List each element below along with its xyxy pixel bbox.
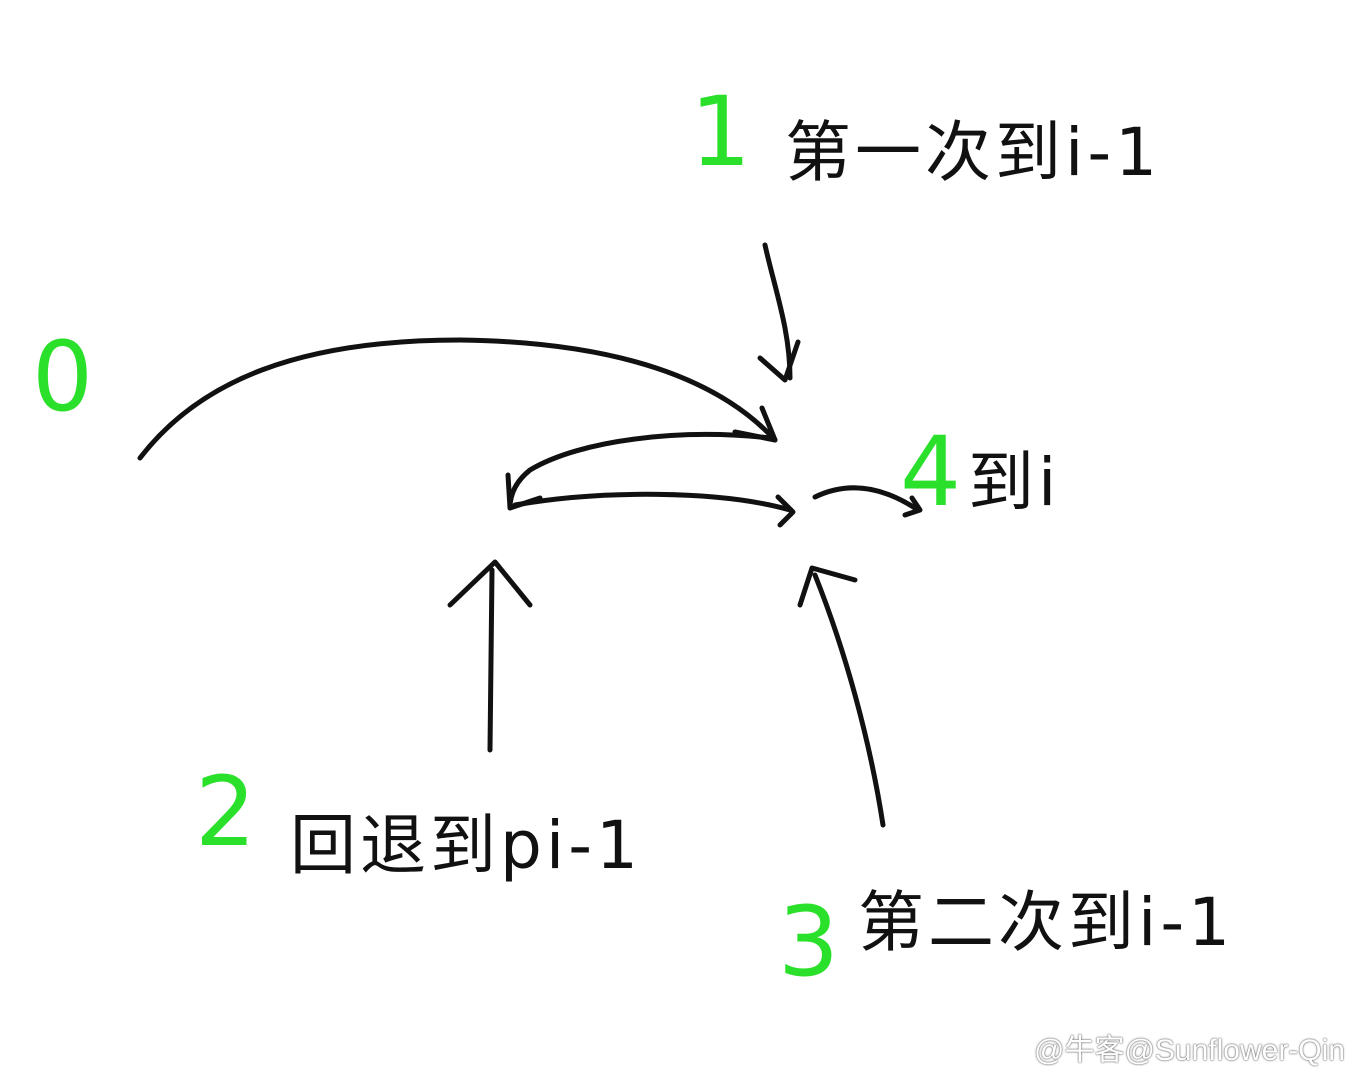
arrow-step2-head bbox=[447, 559, 533, 608]
arc-forward-head bbox=[775, 494, 796, 528]
step-label-2: 回退到pi-1 bbox=[290, 807, 642, 884]
arc-to-i bbox=[812, 485, 921, 513]
step-number-3: 3 bbox=[778, 886, 839, 998]
watermark: @牛客@Sunflower-Qin bbox=[1034, 1034, 1345, 1067]
arrow-step1-head bbox=[757, 339, 801, 383]
arc-forward-to-i-minus-1 bbox=[512, 491, 793, 513]
arc-back-to-p bbox=[507, 432, 773, 511]
arc-start-to-i-minus-1 bbox=[137, 337, 778, 461]
step-number-0: 0 bbox=[32, 321, 93, 433]
arc-to-i-head bbox=[902, 495, 923, 518]
step-number-1: 1 bbox=[690, 76, 751, 188]
arrow-step1-down bbox=[762, 242, 793, 381]
step-label-4: 到i bbox=[968, 444, 1060, 521]
arrow-step3-head bbox=[797, 565, 858, 608]
step-label-1: 第一次到i-1 bbox=[785, 114, 1161, 191]
arrow-step2-up bbox=[487, 567, 495, 753]
step-number-4: 4 bbox=[900, 416, 961, 528]
step-number-2: 2 bbox=[195, 756, 256, 868]
arrow-step3-up bbox=[812, 572, 886, 828]
step-label-3: 第二次到i-1 bbox=[858, 884, 1234, 961]
